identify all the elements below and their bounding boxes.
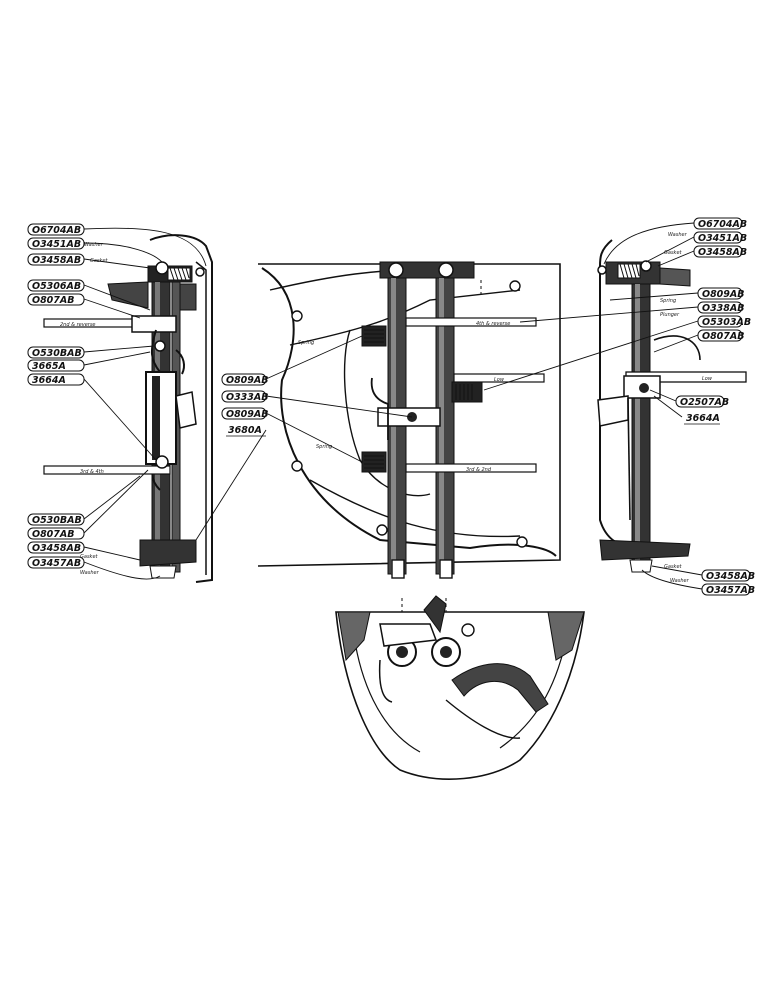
- right-note-plunger: Plunger: [660, 312, 680, 318]
- left-note-washer-top: Washer: [84, 242, 104, 248]
- left-label-4: O5306AB: [32, 281, 81, 292]
- left-note-3rd-4th: 3rd & 4th: [80, 469, 104, 475]
- left-label-7: 3665A: [32, 361, 66, 372]
- center-leader-lines: [195, 335, 413, 541]
- right-label-11: O3457AB: [706, 585, 755, 596]
- left-note-gasket-bottom: Gasket: [80, 554, 99, 560]
- center-note-spring-lower: Spring: [316, 444, 332, 450]
- bottom-lever-housing: [335, 595, 585, 780]
- left-label-3: O3458AB: [32, 255, 81, 266]
- center-housing-assembly: 4th & reverse Low 3rd & 2nd Spring Sprin…: [257, 261, 561, 579]
- right-rail-assembly: Low Washer Gasket Spring Plunger Gasket …: [597, 232, 747, 584]
- center-label-4: 3680A: [228, 425, 262, 436]
- center-note-low: Low: [494, 377, 505, 383]
- left-label-1: O6704AB: [32, 225, 81, 236]
- right-label-5: O338AB: [702, 303, 745, 314]
- center-note-4th-reverse: 4th & reverse: [476, 321, 510, 327]
- left-rail-assembly: 2nd & reverse 3rd & 4th Washer Gasket Ga…: [43, 234, 213, 583]
- left-label-5: O807AB: [32, 295, 75, 306]
- left-label-9: O530BAB: [32, 515, 82, 526]
- left-leader-lines: [83, 227, 207, 580]
- right-label-6: O5303AB: [702, 317, 751, 328]
- right-label-9: 3664A: [686, 413, 720, 424]
- right-label-7: O807AB: [702, 331, 745, 342]
- center-note-spring-upper: Spring: [298, 340, 314, 346]
- left-label-6: O530BAB: [32, 348, 82, 359]
- right-label-3: O3458AB: [698, 247, 747, 258]
- left-note-2nd-reverse: 2nd & reverse: [60, 322, 96, 328]
- left-part-labels: O6704AB O3451AB O3458AB O5306AB O807AB O…: [27, 223, 85, 569]
- right-label-4: O809AB: [702, 289, 745, 300]
- right-note-washer-top: Washer: [668, 232, 688, 238]
- left-label-12: O3457AB: [32, 558, 81, 569]
- left-label-8: 3664A: [32, 375, 66, 386]
- left-label-11: O3458AB: [32, 543, 81, 554]
- right-label-2: O3451AB: [698, 233, 747, 244]
- right-note-gasket-top: Gasket: [664, 250, 683, 256]
- right-note-gasket-bottom: Gasket: [664, 564, 683, 570]
- right-label-1: O6704AB: [698, 219, 747, 230]
- center-note-3rd-2nd: 3rd & 2nd: [466, 467, 492, 473]
- right-leader-lines: [483, 222, 703, 590]
- right-part-labels: O6704AB O3451AB O3458AB O809AB O338AB O5…: [675, 217, 755, 596]
- left-label-10: O807AB: [32, 529, 75, 540]
- center-label-2: O333AB: [226, 392, 269, 403]
- left-label-2: O3451AB: [32, 239, 81, 250]
- center-label-3: O809AB: [226, 409, 269, 420]
- right-label-10: O3458AB: [706, 571, 755, 582]
- right-note-low: Low: [702, 376, 713, 382]
- right-note-spring: Spring: [660, 298, 676, 304]
- left-note-washer-bottom: Washer: [80, 570, 100, 576]
- center-label-1: O809AB: [226, 375, 269, 386]
- right-label-8: O2507AB: [680, 397, 729, 408]
- center-part-labels: O809AB O333AB O809AB 3680A: [221, 373, 269, 437]
- right-note-washer-bottom: Washer: [670, 578, 690, 584]
